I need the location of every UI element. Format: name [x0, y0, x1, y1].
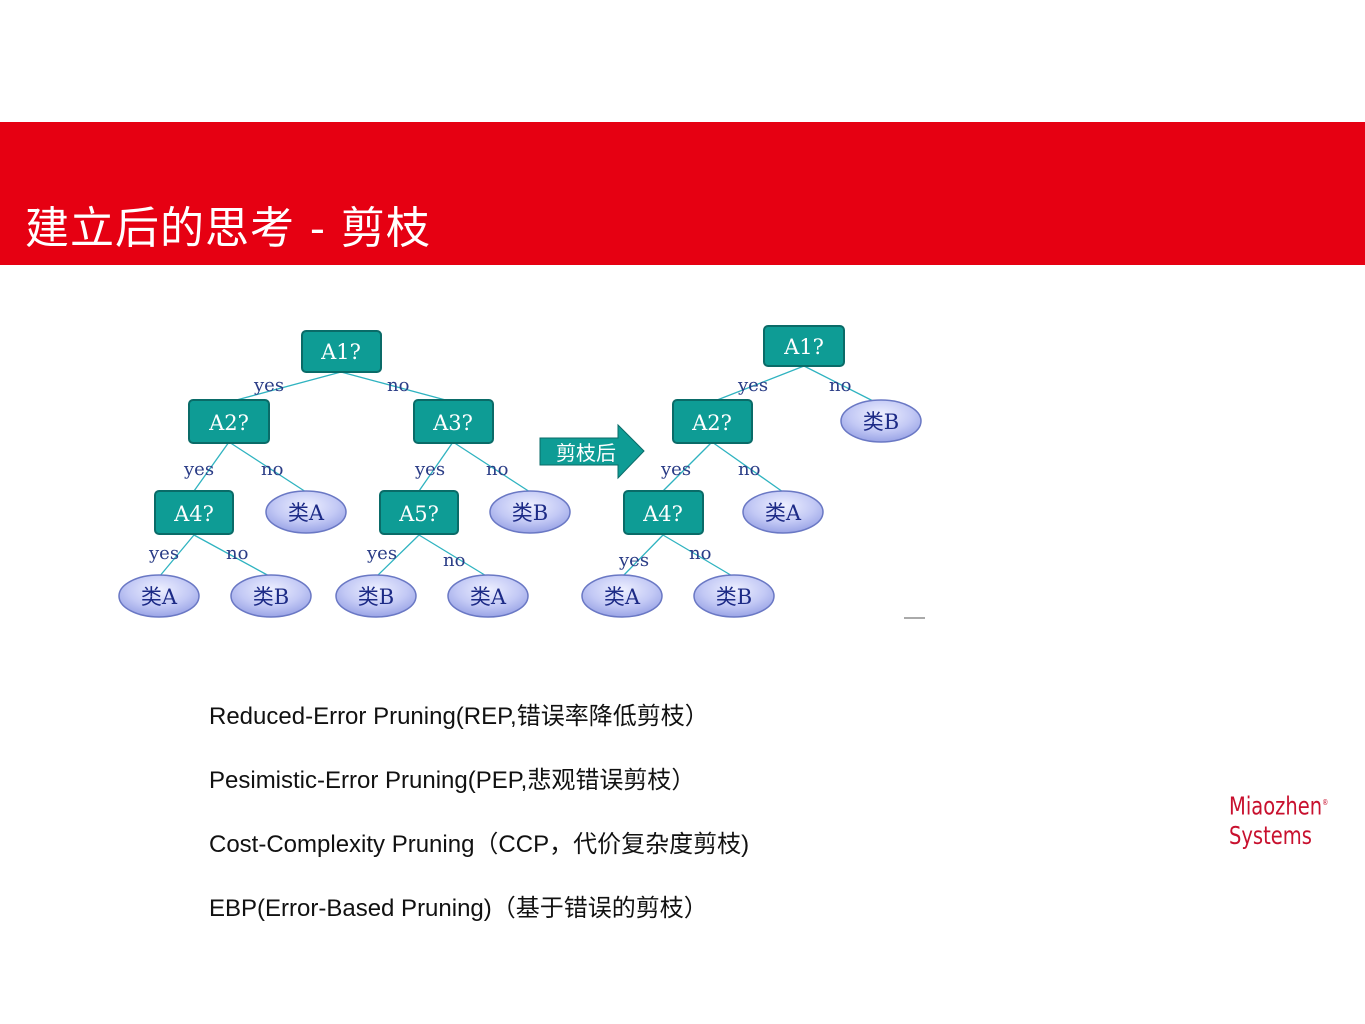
after-leaf: 类A	[581, 574, 663, 618]
svg-text:yes: yes	[253, 375, 284, 396]
after-node-a4: A4?	[623, 490, 704, 535]
svg-text:A2?: A2?	[208, 411, 249, 435]
svg-text:yes: yes	[148, 543, 179, 564]
svg-text:yes: yes	[618, 550, 649, 571]
svg-text:类B: 类B	[512, 501, 548, 525]
page-title: 建立后的思考 - 剪枝	[25, 203, 431, 254]
after-tree-edges	[621, 365, 882, 578]
before-tree-edge-labels: yes no yes no yes no yes no yes no	[148, 375, 508, 571]
before-node-a1: A1?	[301, 330, 382, 373]
after-leaf: 类B	[693, 574, 775, 618]
svg-text:类B: 类B	[716, 585, 752, 609]
svg-text:yes: yes	[737, 375, 768, 396]
svg-text:剪枝后: 剪枝后	[556, 441, 616, 465]
miaozhen-logo: Miaozhen® Systems	[1229, 788, 1328, 851]
svg-text:yes: yes	[183, 459, 214, 480]
svg-text:A5?: A5?	[398, 502, 439, 526]
before-leaf: 类A	[265, 490, 347, 534]
svg-text:A1?: A1?	[783, 335, 824, 359]
svg-text:A4?: A4?	[173, 502, 214, 526]
svg-text:类A: 类A	[141, 585, 178, 609]
pruning-methods-list: Reduced-Error Pruning(REP,错误率降低剪枝） Pesim…	[209, 700, 749, 956]
svg-text:类A: 类A	[470, 585, 507, 609]
before-leaf: 类B	[335, 574, 417, 618]
before-leaf: 类B	[230, 574, 312, 618]
before-node-a2: A2?	[188, 399, 270, 444]
before-tree-edges	[158, 371, 531, 578]
svg-text:yes: yes	[660, 459, 691, 480]
logo-line2: Systems	[1229, 821, 1312, 851]
svg-text:no: no	[689, 543, 711, 564]
svg-text:类B: 类B	[358, 585, 394, 609]
before-leaf: 类B	[489, 490, 571, 534]
method-rep: Reduced-Error Pruning(REP,错误率降低剪枝）	[209, 703, 709, 730]
svg-text:A1?: A1?	[320, 340, 361, 364]
method-pep: Pesimistic-Error Pruning(PEP,悲观错误剪枝）	[209, 767, 696, 794]
svg-text:yes: yes	[414, 459, 445, 480]
svg-text:A2?: A2?	[691, 411, 732, 435]
before-node-a5: A5?	[379, 490, 459, 535]
before-leaf: 类A	[118, 574, 200, 618]
after-leaf: 类A	[742, 490, 824, 534]
pruned-arrow: 剪枝后	[539, 423, 645, 480]
svg-text:类A: 类A	[604, 585, 641, 609]
svg-text:no: no	[829, 375, 851, 396]
svg-text:no: no	[738, 459, 760, 480]
after-node-a2: A2?	[672, 399, 753, 444]
svg-text:yes: yes	[366, 543, 397, 564]
logo-line1: Miaozhen	[1229, 791, 1323, 821]
svg-text:类B: 类B	[253, 585, 289, 609]
after-tree-edge-labels: yes no yes no yes no	[618, 375, 851, 571]
svg-text:no: no	[443, 550, 465, 571]
svg-text:no: no	[387, 375, 409, 396]
method-ccp: Cost-Complexity Pruning（CCP，代价复杂度剪枝)	[209, 831, 750, 858]
svg-text:no: no	[486, 459, 508, 480]
svg-text:no: no	[261, 459, 283, 480]
pruning-diagram: yes no yes no yes no yes no yes no A1? A…	[118, 325, 925, 619]
before-leaf: 类A	[447, 574, 529, 618]
after-node-a1: A1?	[763, 325, 845, 367]
svg-text:A3?: A3?	[432, 411, 473, 435]
title-banner	[0, 122, 1365, 265]
svg-text:类B: 类B	[863, 410, 899, 434]
svg-text:A4?: A4?	[642, 502, 683, 526]
svg-text:no: no	[226, 543, 248, 564]
before-node-a4: A4?	[154, 490, 234, 535]
registered-mark: ®	[1322, 798, 1329, 807]
after-leaf: 类B	[840, 399, 922, 443]
method-ebp: EBP(Error-Based Pruning)（基于错误的剪枝）	[209, 895, 708, 922]
svg-text:类A: 类A	[288, 501, 325, 525]
before-node-a3: A3?	[413, 399, 494, 444]
svg-text:类A: 类A	[765, 501, 802, 525]
